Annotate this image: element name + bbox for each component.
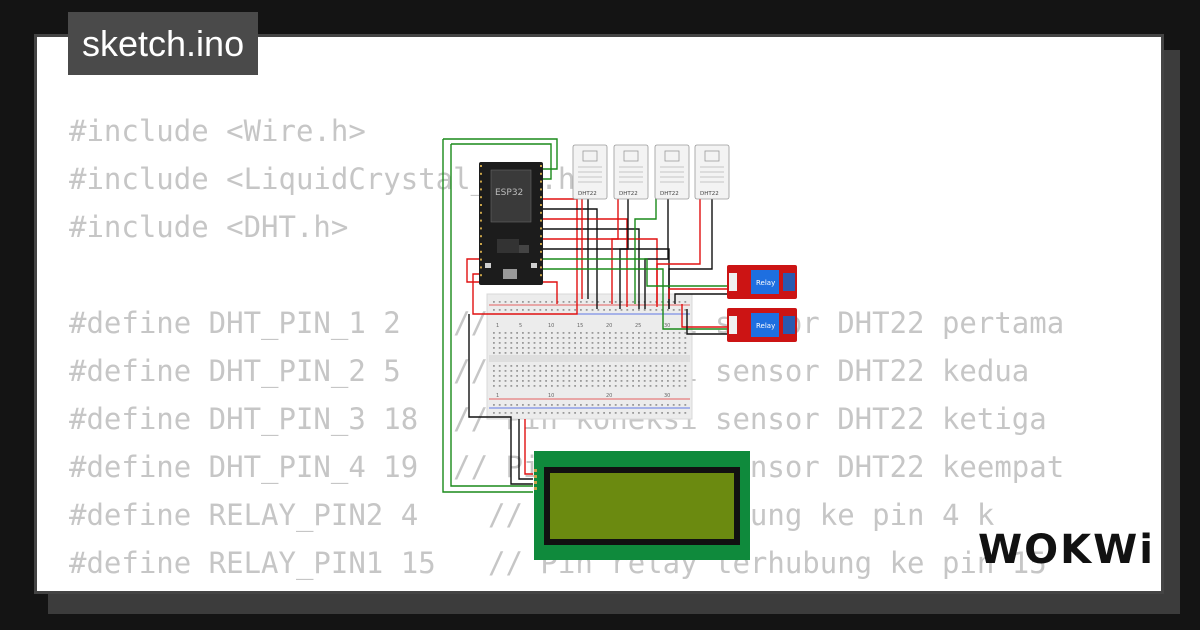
relay-label: Relay [756,322,775,330]
dht22-label: DHT22 [700,191,719,197]
dht22-sensors: DHT22 DHT22 DHT22 DHT22 [572,144,730,200]
esp32-label: ESP32 [495,188,523,198]
breadboard-number: 1 [496,323,499,329]
breadboard: 1 5 10 15 20 25 30 1 10 20 30 [486,293,693,420]
code-line: #include <DHT.h> [69,210,349,244]
dht22-sensor: DHT22 [613,144,649,200]
dht22-sensor: DHT22 [654,144,690,200]
breadboard-number: 10 [548,323,554,329]
breadboard-number: 10 [548,393,554,399]
breadboard-number: 15 [577,323,583,329]
breadboard-number: 20 [606,393,612,399]
breadboard-number: 30 [664,393,670,399]
breadboard-number: 1 [496,393,499,399]
code-line: #include <Wire.h> [69,114,366,148]
relay-label: Relay [756,279,775,287]
breadboard-number: 20 [606,323,612,329]
breadboard-number: 5 [519,323,522,329]
dht22-label: DHT22 [619,191,638,197]
code-line: #define RELAY_PIN1 15 // Pin relay terhu… [69,546,1047,580]
dht22-label: DHT22 [578,191,597,197]
file-title-tab: sketch.ino [68,12,259,75]
wokwi-logo: WOKWi [978,527,1155,573]
preview-card: #include <Wire.h>#include <LiquidCrystal… [34,34,1164,594]
relay-module: Relay [727,308,797,342]
dht22-sensor: DHT22 [572,144,608,200]
circuit-diagram: 1 5 10 15 20 25 30 1 10 20 30 [442,138,797,560]
relay-module: Relay [727,265,797,299]
breadboard-number: 30 [664,323,670,329]
wires [442,138,727,493]
esp32-board: ESP32 [479,162,543,285]
code-line: #define DHT_PIN_4 19 // Pin koneksi sens… [69,450,1065,484]
lcd-display [534,451,750,560]
breadboard-number: 25 [635,323,641,329]
dht22-label: DHT22 [660,191,679,197]
dht22-sensor: DHT22 [694,144,730,200]
